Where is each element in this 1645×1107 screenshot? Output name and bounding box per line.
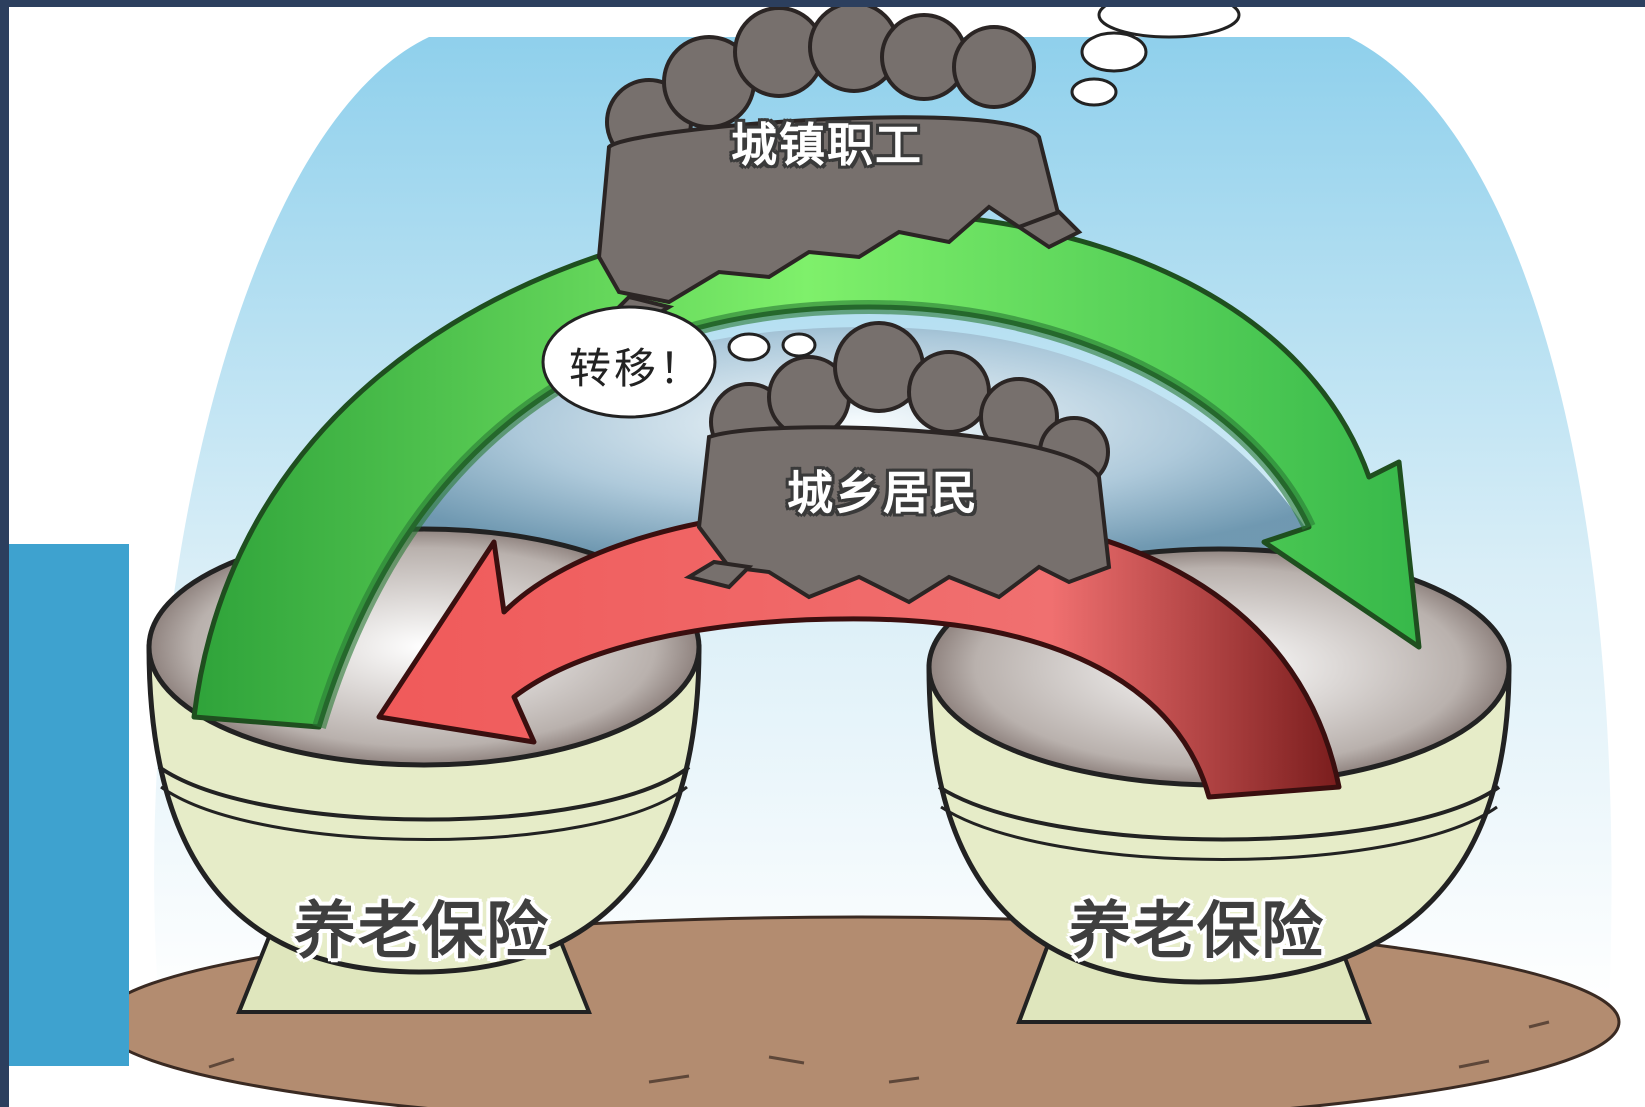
urban-workers-crowd [596,7,1083,328]
left-bowl-label: 养老保险 [294,894,551,967]
ground-texture [208,1020,1550,1084]
side-accent-panel [9,544,129,1066]
red-transfer-arrow [376,504,1342,800]
transfer-speech-bubble [541,305,817,419]
right-bowl-label: 养老保险 [1069,894,1326,967]
thought-bubble-top [1070,7,1241,107]
urban-rural-residents-label: 城乡居民 [787,466,979,520]
transfer-bubble-text: 转移！ [569,344,705,393]
pension-transfer-illustration [97,7,1621,1107]
urban-workers-label: 城镇职工 [731,118,923,172]
urban-rural-residents-crowd [683,321,1112,605]
